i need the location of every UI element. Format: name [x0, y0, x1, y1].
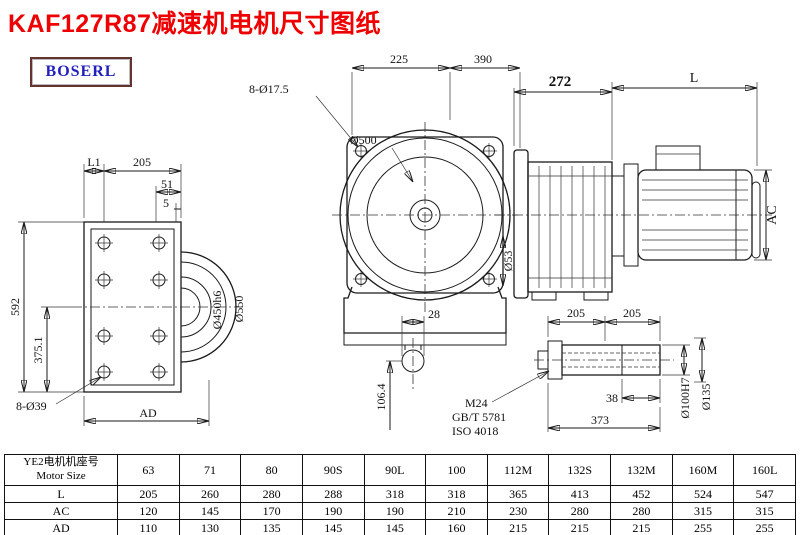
dim-375: 375.1	[31, 337, 45, 364]
motor-size-col-header: 132S	[548, 454, 611, 486]
table-cell: 452	[610, 485, 673, 503]
flange-corner-holes	[353, 143, 497, 287]
table-cell: 135	[240, 519, 303, 535]
motor-size-col-header: 63	[117, 454, 180, 486]
motor-size-col-header: 132M	[610, 454, 673, 486]
table-cell: 524	[671, 485, 735, 503]
table-cell: 145	[178, 502, 242, 520]
table-cell: 255	[733, 519, 796, 535]
dim-5: 5	[163, 196, 169, 210]
dim-L1: L1	[87, 155, 100, 169]
dim-592: 592	[8, 298, 22, 316]
table-cell: 288	[301, 485, 365, 503]
dim-51: 51	[161, 177, 173, 191]
table-cell: 130	[178, 519, 242, 535]
table-cell: 120	[117, 502, 180, 520]
table-cell: 215	[486, 519, 550, 535]
corner-label-cn: YE2电机机座号	[23, 456, 99, 469]
dim-AD: AD	[139, 406, 157, 420]
motor-size-col-header: 80	[240, 454, 303, 486]
dim-8-d39: 8-Ø39	[16, 399, 47, 413]
row-label: L	[4, 485, 118, 503]
dim-d53: Ø53	[501, 251, 515, 272]
table-cell: 215	[548, 519, 611, 535]
dim-L: L	[690, 71, 699, 86]
dim-28: 28	[428, 307, 440, 321]
table-cell: 315	[671, 502, 735, 520]
side-view: 272 L AC	[495, 71, 780, 301]
corner-label-en: Motor Size	[36, 470, 86, 482]
terminal-box	[655, 145, 701, 171]
motor-size-col-header: 160M	[671, 454, 735, 486]
dim-AC: AC	[765, 205, 780, 224]
table-cell: 145	[363, 519, 427, 535]
dim-8-d17-5: 8-Ø17.5	[249, 82, 289, 96]
dim-225: 225	[390, 52, 408, 66]
dim-390: 390	[474, 52, 492, 66]
page-title: KAF127R87减速机电机尺寸图纸	[8, 10, 381, 38]
brand-logo: BOSERL	[30, 57, 132, 87]
dim-272: 272	[549, 74, 572, 90]
table-cell: 110	[117, 519, 180, 535]
label-m24: M24	[465, 396, 488, 410]
front-view: 28 106.4 225 390 8-Ø17.5 Ø500 Ø53	[249, 52, 521, 430]
dim-106-4: 106.4	[374, 384, 388, 411]
table-cell: 230	[486, 502, 550, 520]
dim-d450h6: Ø450h6	[210, 291, 224, 330]
technical-drawing: L1 205 51 5 592 375.1 8-Ø39 AD	[8, 52, 780, 438]
table-cell: 280	[610, 502, 673, 520]
table-cell: 160	[425, 519, 488, 535]
dim-38: 38	[606, 391, 618, 405]
motor-size-col-header: 90S	[301, 454, 365, 486]
table-cell: 190	[363, 502, 427, 520]
table-cell: 413	[548, 485, 611, 503]
dim-d550: Ø550	[232, 296, 246, 323]
dim-d135: Ø135	[699, 384, 713, 411]
table-cell: 260	[178, 485, 242, 503]
table-cell: 145	[301, 519, 365, 535]
table-cell: 170	[240, 502, 303, 520]
motor-size-col-header: 112M	[486, 454, 550, 486]
brand-logo-text: BOSERL	[45, 63, 117, 80]
table-cell: 547	[733, 485, 796, 503]
dim-205-left: 205	[133, 155, 151, 169]
dim-d500: Ø500	[350, 133, 377, 147]
table-cell: 315	[733, 502, 796, 520]
table-cell: 255	[671, 519, 735, 535]
dim-205-a: 205	[567, 306, 585, 320]
table-cell: 280	[548, 502, 611, 520]
motor-size-col-header: 71	[178, 454, 242, 486]
table-cell: 205	[117, 485, 180, 503]
dim-205-b: 205	[623, 306, 641, 320]
table-cell: 318	[425, 485, 488, 503]
dim-d100h7: Ø100H7	[678, 377, 692, 418]
table-cell: 365	[486, 485, 550, 503]
table-cell: 210	[425, 502, 488, 520]
shaft-detail: 205 205 38 373 M24 GB/T 5781 ISO 4018 Ø1…	[452, 306, 713, 438]
table-cell: 318	[363, 485, 427, 503]
motor-size-col-header: 90L	[363, 454, 427, 486]
row-label: AC	[4, 502, 118, 520]
motor-size-col-header: 100	[425, 454, 488, 486]
table-cell: 190	[301, 502, 365, 520]
table-cell: 215	[610, 519, 673, 535]
bolt-holes	[95, 234, 168, 381]
dim-373: 373	[591, 413, 609, 427]
motor-size-col-header: 160L	[733, 454, 796, 486]
label-iso4018: ISO 4018	[452, 424, 498, 438]
left-view: L1 205 51 5 592 375.1 8-Ø39 AD	[8, 155, 246, 426]
label-gbt5781: GB/T 5781	[452, 410, 506, 424]
table-cell: 280	[240, 485, 303, 503]
row-label: AD	[4, 519, 118, 535]
